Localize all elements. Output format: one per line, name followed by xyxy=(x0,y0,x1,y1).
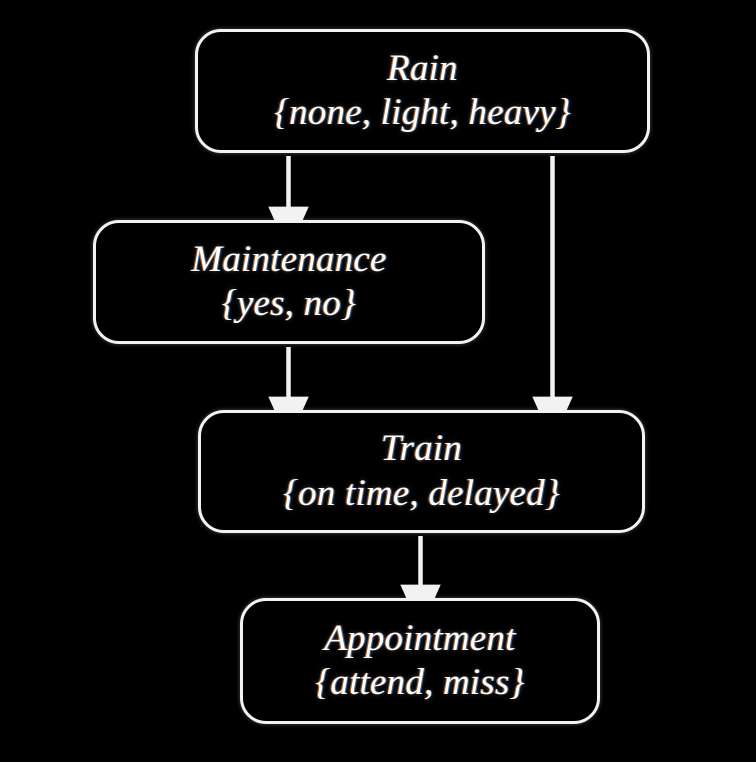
node-rain-label: Rain xyxy=(387,47,458,89)
node-appointment[interactable]: Appointment {attend, miss} xyxy=(240,598,600,724)
node-appointment-label: Appointment xyxy=(324,617,516,659)
node-appointment-domain: {attend, miss} xyxy=(315,662,525,703)
node-train-domain: {on time, delayed} xyxy=(283,472,560,514)
node-train-label: Train xyxy=(380,428,463,470)
node-rain[interactable]: Rain {none, light, heavy} xyxy=(195,29,650,153)
node-maintenance[interactable]: Maintenance {yes, no} xyxy=(93,220,485,344)
node-maintenance-domain: {yes, no} xyxy=(221,283,357,324)
node-rain-domain: {none, light, heavy} xyxy=(274,92,571,133)
node-maintenance-label: Maintenance xyxy=(191,238,387,280)
node-train[interactable]: Train {on time, delayed} xyxy=(198,410,645,533)
